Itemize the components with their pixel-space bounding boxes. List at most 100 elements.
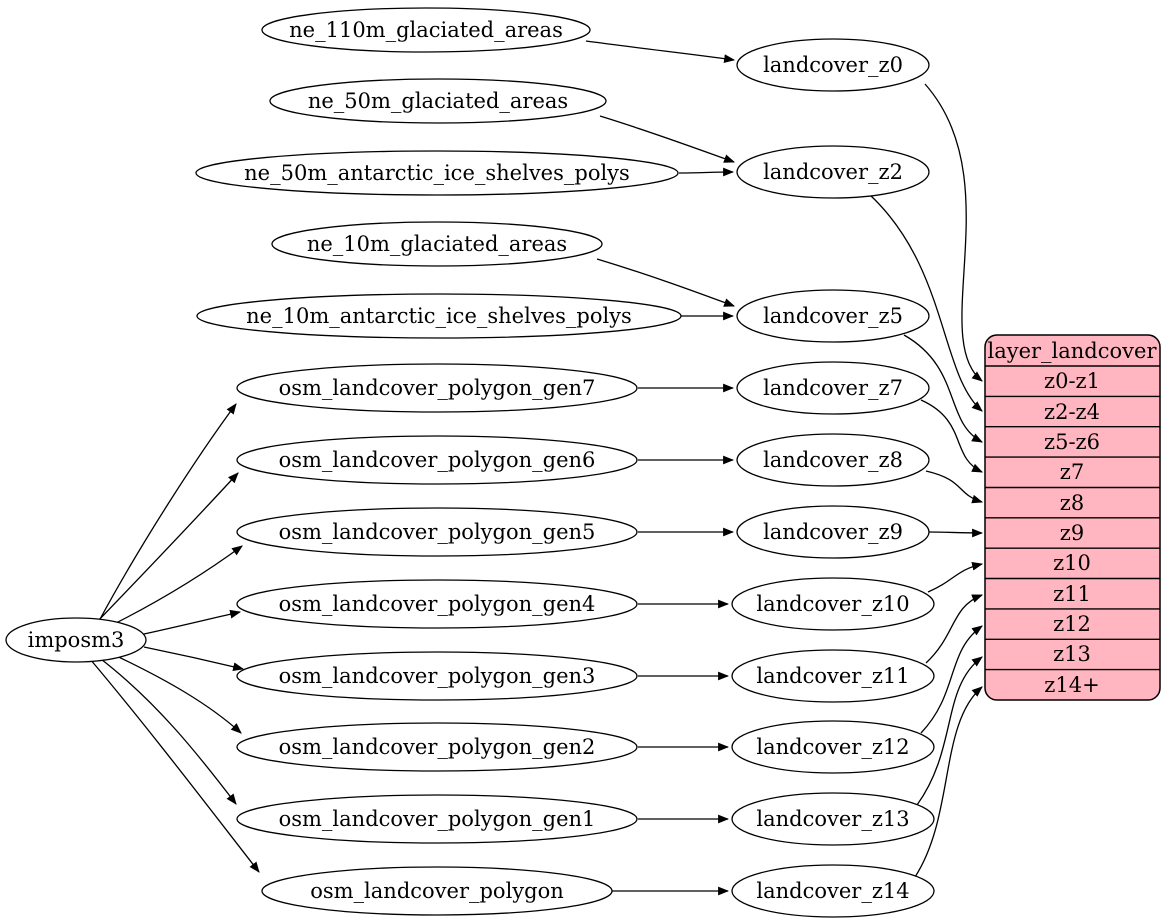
edge-landcover-z7-to-row-z7 <box>920 399 983 473</box>
node-landcover-z11: landcover_z11 <box>731 649 935 703</box>
node-label: ne_110m_glaciated_areas <box>289 18 563 42</box>
node-ellipse <box>236 722 638 772</box>
node-label: landcover_z7 <box>763 376 903 400</box>
table-row-z12: z12 <box>1053 612 1091 636</box>
node-ellipse <box>736 145 930 199</box>
node-ellipse <box>236 363 638 413</box>
node-ellipse <box>236 579 638 629</box>
node-ellipse <box>731 864 935 918</box>
table-row-z10: z10 <box>1053 551 1091 575</box>
table-row-z2-z4: z2-z4 <box>1044 400 1100 424</box>
node-label: osm_landcover_polygon_gen5 <box>279 520 596 544</box>
edge-landcover-z13-to-row-z13 <box>916 656 983 806</box>
node-ellipse <box>195 150 679 196</box>
node-label: osm_landcover_polygon_gen1 <box>279 807 596 831</box>
table-row-z9: z9 <box>1060 521 1084 545</box>
node-label: ne_10m_antarctic_ice_shelves_polys <box>246 304 632 328</box>
node-osm-landcover-polygon: osm_landcover_polygon <box>261 866 613 916</box>
node-ellipse <box>736 433 930 487</box>
edge-landcover-z14-to-row-z14plus <box>914 686 983 878</box>
node-label: landcover_z0 <box>763 53 903 77</box>
node-label: landcover_z13 <box>756 807 909 831</box>
node-ellipse <box>261 7 591 53</box>
edge-imposm3-to-gen2 <box>107 651 242 734</box>
edge-ne50m-glaciated-to-landcover-z2 <box>599 115 736 163</box>
node-ellipse <box>236 651 638 701</box>
node-label: osm_landcover_polygon_gen2 <box>279 735 596 759</box>
node-landcover-z13: landcover_z13 <box>731 792 935 846</box>
edge-landcover-z9-to-row-z9 <box>928 528 984 538</box>
node-ne-10m-antarctic-ice-shelves-polys: ne_10m_antarctic_ice_shelves_polys <box>196 293 682 339</box>
node-ellipse <box>731 649 935 703</box>
table-row-z14plus: z14+ <box>1044 673 1099 697</box>
node-label: osm_landcover_polygon <box>310 879 564 903</box>
edge-landcover-z0-to-row-z0-z1 <box>924 83 983 382</box>
node-label: landcover_z8 <box>763 448 903 472</box>
table-layer-landcover: layer_landcover z0-z1 z2-z4 z5-z6 z7 z8 … <box>984 334 1161 701</box>
node-landcover-z10: landcover_z10 <box>731 577 935 631</box>
node-label: landcover_z11 <box>756 664 909 688</box>
node-landcover-z2: landcover_z2 <box>736 145 930 199</box>
node-ne-50m-antarctic-ice-shelves-polys: ne_50m_antarctic_ice_shelves_polys <box>195 150 679 196</box>
edge-imposm3-to-gen5 <box>103 545 243 630</box>
node-label: ne_50m_glaciated_areas <box>308 89 568 113</box>
edge-ne50m-antarctic-to-landcover-z2 <box>678 167 735 177</box>
node-landcover-z9: landcover_z9 <box>736 505 930 559</box>
node-ne-110m-glaciated-areas: ne_110m_glaciated_areas <box>261 7 591 53</box>
edge-ne110m-glaciated-to-landcover-z0 <box>585 40 736 63</box>
node-ellipse <box>236 507 638 557</box>
edge-landcover-z10-to-row-z10 <box>927 561 984 593</box>
node-osm-landcover-polygon-gen1: osm_landcover_polygon_gen1 <box>236 794 638 844</box>
node-label: ne_10m_glaciated_areas <box>307 232 567 256</box>
node-ellipse <box>736 505 930 559</box>
edge-imposm3-to-gen1 <box>96 655 237 805</box>
node-ellipse <box>196 293 682 339</box>
node-label: osm_landcover_polygon_gen3 <box>279 664 596 688</box>
node-osm-landcover-polygon-gen3: osm_landcover_polygon_gen3 <box>236 651 638 701</box>
node-label: landcover_z2 <box>763 160 903 184</box>
node-ne-10m-glaciated-areas: ne_10m_glaciated_areas <box>271 221 603 267</box>
node-ellipse <box>731 720 935 774</box>
node-osm-landcover-polygon-gen6: osm_landcover_polygon_gen6 <box>236 435 638 485</box>
node-imposm3: imposm3 <box>5 617 147 663</box>
node-landcover-z7: landcover_z7 <box>736 361 930 415</box>
node-osm-landcover-polygon-gen5: osm_landcover_polygon_gen5 <box>236 507 638 557</box>
edge-imposm3-to-gen7 <box>98 403 237 622</box>
table-row-z7: z7 <box>1060 460 1084 484</box>
edge-ne10m-glaciated-to-landcover-z5 <box>596 258 736 307</box>
edge-imposm3-to-gen3 <box>143 646 245 671</box>
node-landcover-z8: landcover_z8 <box>736 433 930 487</box>
node-ellipse <box>736 38 930 92</box>
node-landcover-z0: landcover_z0 <box>736 38 930 92</box>
edge-imposm3-to-polygon <box>89 658 260 873</box>
node-ellipse <box>5 617 147 663</box>
node-ellipse <box>261 866 613 916</box>
edge-landcover-z12-to-row-z12 <box>920 625 983 734</box>
table-row-z5-z6: z5-z6 <box>1044 430 1100 454</box>
node-ne-50m-glaciated-areas: ne_50m_glaciated_areas <box>269 78 607 124</box>
table-row-z0-z1: z0-z1 <box>1044 369 1100 393</box>
node-label: landcover_z9 <box>763 520 903 544</box>
node-label: osm_landcover_polygon_gen7 <box>279 376 596 400</box>
node-osm-landcover-polygon-gen4: osm_landcover_polygon_gen4 <box>236 579 638 629</box>
node-osm-landcover-polygon-gen2: osm_landcover_polygon_gen2 <box>236 722 638 772</box>
node-landcover-z14: landcover_z14 <box>731 864 935 918</box>
node-label: landcover_z10 <box>756 592 909 616</box>
node-osm-landcover-polygon-gen7: osm_landcover_polygon_gen7 <box>236 363 638 413</box>
node-ellipse <box>736 361 930 415</box>
node-label: osm_landcover_polygon_gen6 <box>279 448 596 472</box>
node-landcover-z5: landcover_z5 <box>736 289 930 343</box>
node-label: osm_landcover_polygon_gen4 <box>279 592 596 616</box>
table-title: layer_landcover <box>987 339 1157 363</box>
node-label: landcover_z14 <box>756 879 909 903</box>
node-ellipse <box>731 792 935 846</box>
node-label: landcover_z12 <box>756 735 909 759</box>
edge-landcover-z8-to-row-z8 <box>925 470 984 504</box>
node-label: imposm3 <box>28 628 125 652</box>
node-label: ne_50m_antarctic_ice_shelves_polys <box>244 161 630 185</box>
table-row-z13: z13 <box>1053 642 1091 666</box>
table-row-z11: z11 <box>1053 582 1091 606</box>
node-ellipse <box>271 221 603 267</box>
